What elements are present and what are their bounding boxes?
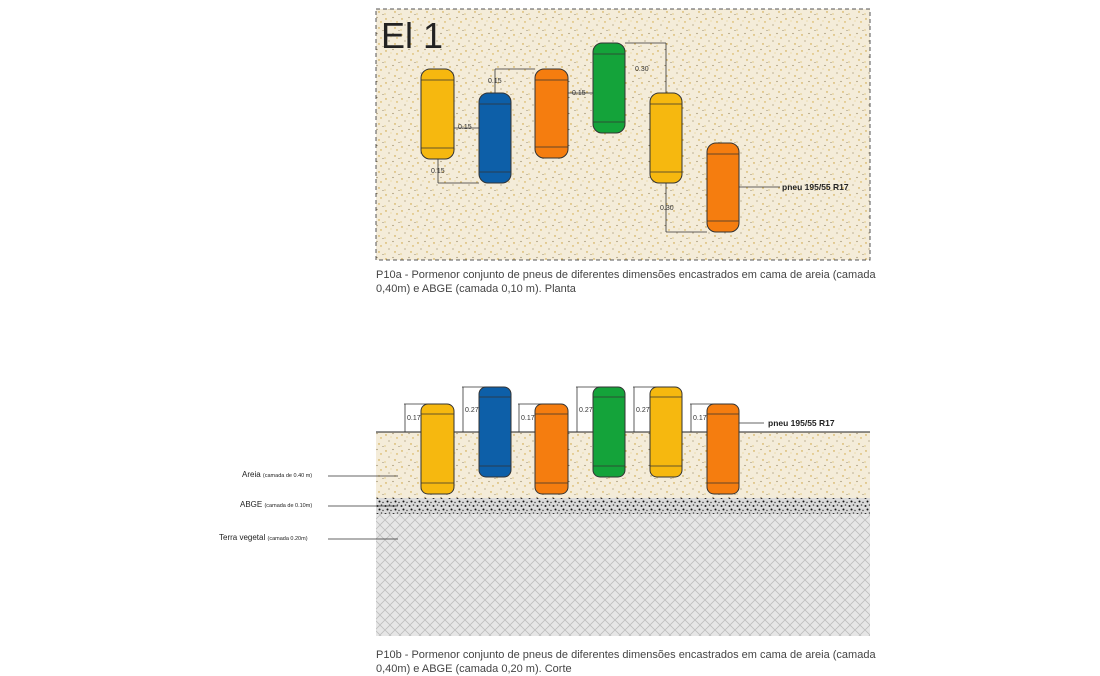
plan-dim-label-1: 0.15 [458,124,472,131]
plan-dim-label-3: 0.15 [488,78,502,85]
layer-note-sand: (camada de 0.40 m) [263,473,312,479]
section-abge-layer [376,498,870,514]
section-tire-label: pneu 195/55 R17 [768,418,835,428]
plan-dim-label-6: 0.30 [660,205,674,212]
layer-name-soil: Terra vegetal [219,533,265,542]
layer-label-soil: Terra vegetal (camada 0.20m) [219,533,308,542]
plan-tire-4 [592,42,626,134]
plan-dim-label-5: 0.30 [635,66,649,73]
layer-note-abge: (camada de 0.10m) [264,503,312,509]
layer-label-abge: ABGE (camada de 0.10m) [240,500,312,509]
section-tire-5 [649,386,683,478]
section-tire-1 [420,403,455,495]
section-tire-3 [534,403,569,495]
layer-name-abge: ABGE [240,500,262,509]
section-dimension-lines [404,386,764,432]
plan-tire-6 [706,142,740,233]
section-dim-label-3: 0.17 [521,415,535,422]
plan-tire-3 [534,68,569,159]
layer-name-sand: Areia [242,470,261,479]
plan-title: El 1 [381,15,443,56]
section-tire-6 [706,403,740,495]
plan-dim-label-2: 0.15 [431,168,445,175]
section-dim-label-1: 0.17 [407,415,421,422]
section-caption: P10b - Pormenor conjunto de pneus de dif… [376,649,876,675]
layer-label-sand: Areia (camada de 0.40 m) [242,470,312,479]
plan-tire-2 [478,92,512,184]
plan-tire-label: pneu 195/55 R17 [782,182,849,192]
section-tire-2 [478,386,512,478]
section-dim-label-4: 0.27 [579,407,593,414]
section-dim-label-2: 0.27 [465,407,479,414]
layer-note-soil: (camada 0.20m) [267,536,307,542]
plan-dim-label-4: 0.15 [572,90,586,97]
section-tire-4 [592,386,626,478]
plan-tire-1 [420,68,455,160]
plan-tire-5 [649,92,683,184]
plan-dimension-lines [437,42,780,233]
plan-caption: P10a - Pormenor conjunto de pneus de dif… [376,269,876,295]
section-dim-label-5: 0.27 [636,407,650,414]
section-dim-label-6: 0.17 [693,415,707,422]
layer-leader-lines [328,475,398,540]
section-soil-layer [376,514,870,636]
